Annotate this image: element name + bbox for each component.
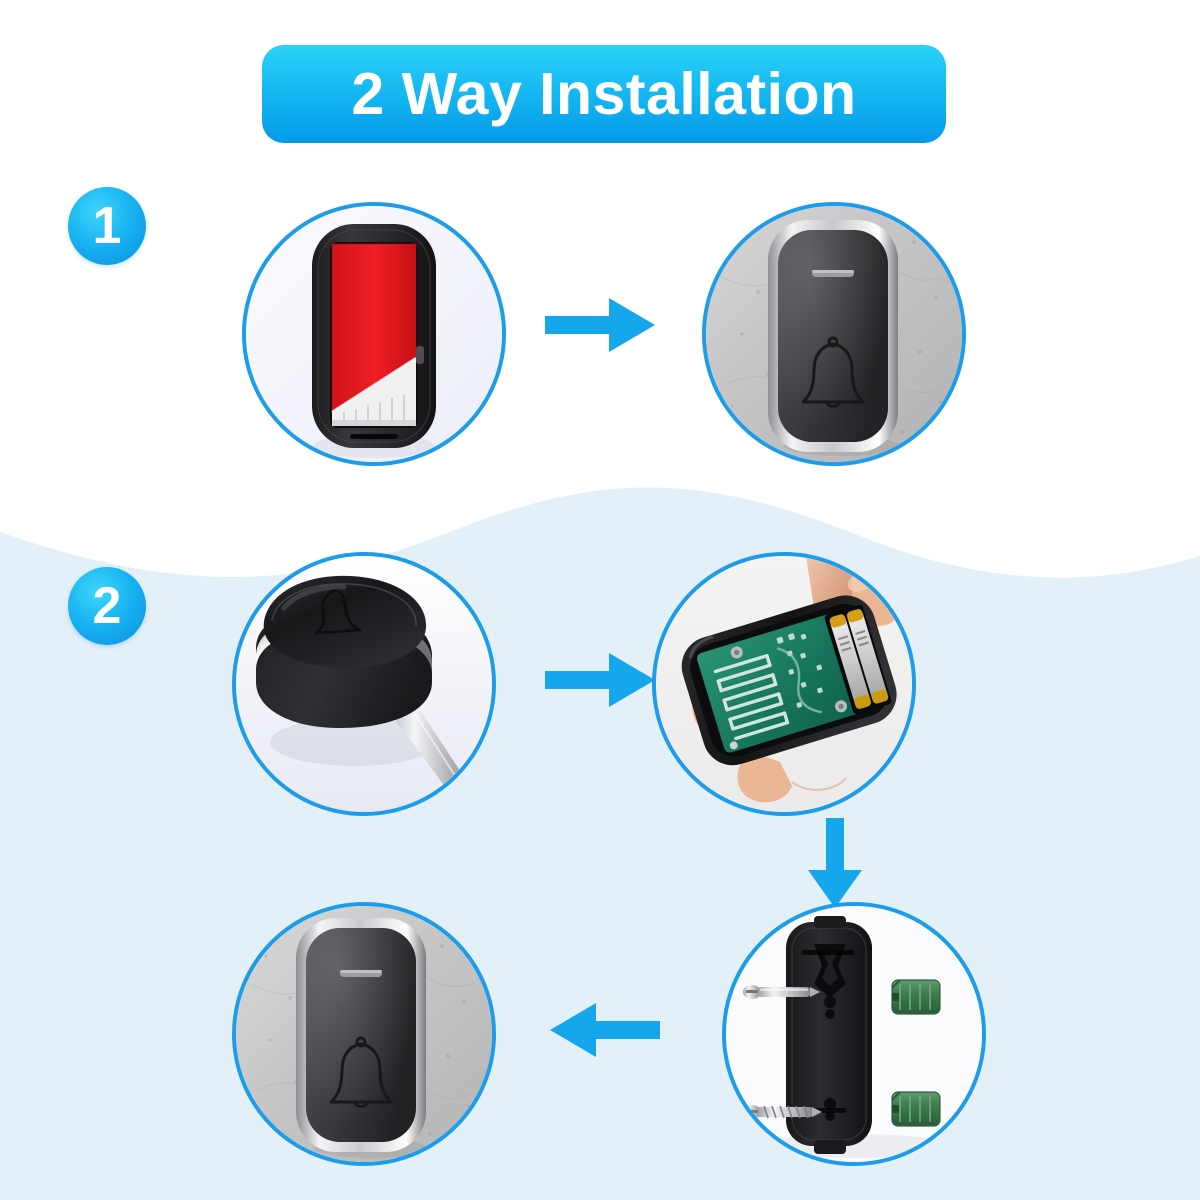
page-title: 2 Way Installation bbox=[351, 60, 857, 127]
arrow-right-step2 bbox=[545, 650, 657, 710]
arrow-left-step2 bbox=[548, 1000, 660, 1060]
photo-pry-cover-screwdriver bbox=[232, 552, 496, 816]
photo-mounted-on-wall bbox=[702, 202, 966, 466]
step-2-number: 2 bbox=[92, 577, 122, 635]
photo-mounting-bracket-hardware-image bbox=[726, 906, 982, 1162]
photo-insert-batteries-image bbox=[656, 556, 912, 812]
photo-mounted-on-wall-image bbox=[706, 206, 962, 462]
photo-final-mounted-doorbell-image bbox=[236, 906, 492, 1162]
photo-mounting-bracket-hardware bbox=[722, 902, 986, 1166]
step-2-badge: 2 bbox=[68, 567, 146, 645]
step-1-number: 1 bbox=[92, 197, 122, 255]
step-1-badge: 1 bbox=[68, 187, 146, 265]
photo-peel-adhesive-tape bbox=[242, 202, 506, 466]
photo-peel-adhesive-tape-image bbox=[246, 206, 502, 462]
photo-pry-cover-screwdriver-image bbox=[236, 556, 492, 812]
background-wave-divider bbox=[0, 440, 1200, 1200]
arrow-right-step1 bbox=[545, 295, 657, 355]
photo-final-mounted-doorbell bbox=[232, 902, 496, 1166]
title-banner: 2 Way Installation bbox=[262, 45, 946, 143]
arrow-down-step2 bbox=[805, 818, 865, 910]
photo-insert-batteries bbox=[652, 552, 916, 816]
